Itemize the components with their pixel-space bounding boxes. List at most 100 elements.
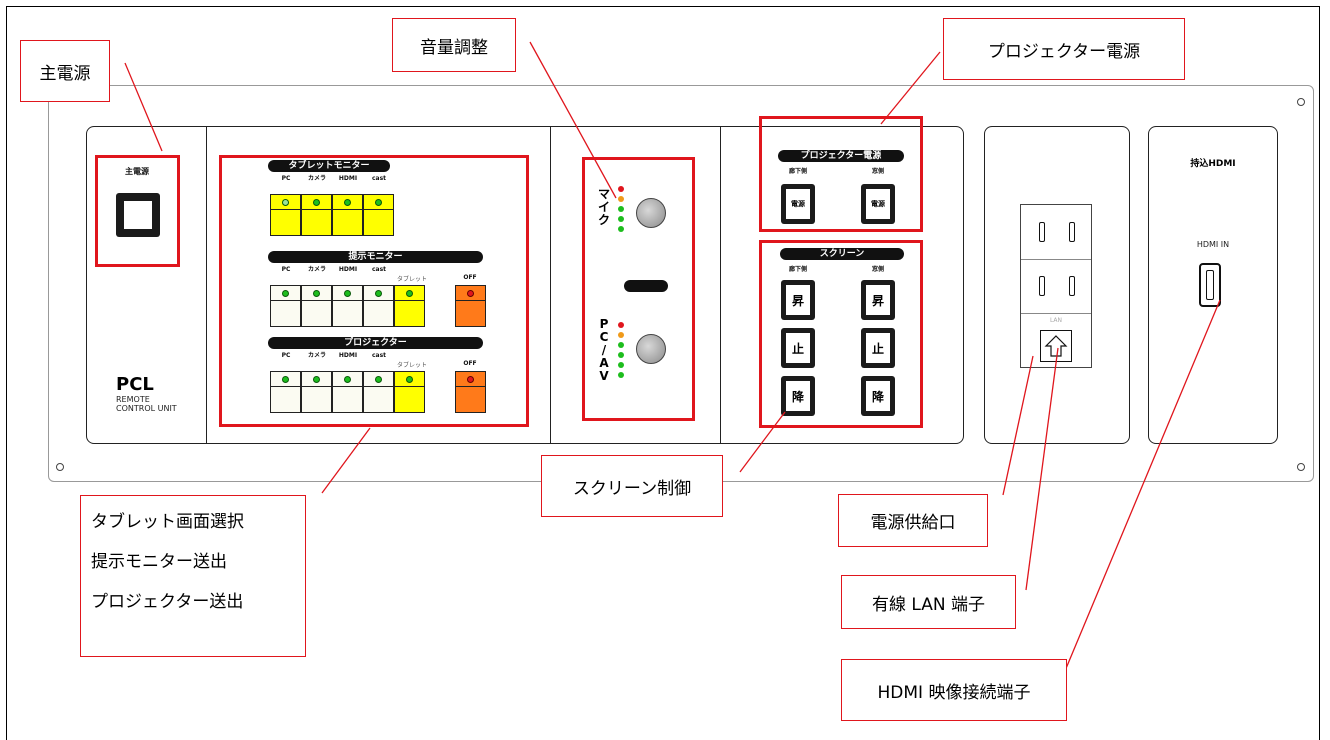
projector-output-buttons [270, 371, 425, 413]
source-label-hdmi: HDMI [338, 175, 358, 182]
outlet-slot-icon [1069, 276, 1075, 296]
up-label: 昇 [786, 285, 810, 315]
source-label-hdmi: HDMI [338, 352, 358, 359]
callout-projector-power: プロジェクター電源 [943, 18, 1185, 80]
level-led [618, 332, 624, 338]
source-label-tablet: タブレット [397, 276, 428, 283]
callout-line: プロジェクター送出 [91, 592, 244, 612]
source-label-pc: PC [281, 175, 291, 182]
power-button-label: 電源 [786, 189, 810, 219]
callout-hdmi: HDMI 映像接続端子 [841, 659, 1067, 721]
projector-left-power-button[interactable]: 電源 [781, 184, 815, 224]
callout-line: タブレット画面選択 [91, 512, 244, 532]
source-label-cast: cast [371, 352, 387, 359]
divider [550, 127, 551, 443]
outlet-slot-icon [1039, 276, 1045, 296]
level-led [618, 352, 624, 358]
source-label-camera: カメラ [307, 175, 326, 182]
projector-pc-button[interactable] [270, 371, 301, 413]
stop-label: 止 [866, 333, 890, 363]
brand-logo: PCL [116, 374, 154, 395]
projector-cast-button[interactable] [363, 371, 394, 413]
side-right-label: 窓側 [871, 266, 884, 273]
mic-volume-knob[interactable] [636, 198, 666, 228]
side-right-label: 窓側 [871, 168, 884, 175]
power-button-label: 電源 [866, 189, 890, 219]
screen-left-down-button[interactable]: 降 [781, 376, 815, 416]
tablet-monitor-header: タブレットモニター [268, 160, 390, 172]
main-power-button[interactable] [116, 193, 160, 237]
level-led [618, 206, 624, 212]
tablet-pc-button[interactable] [270, 194, 301, 236]
tablet-camera-button[interactable] [301, 194, 332, 236]
level-led [618, 372, 624, 378]
tablet-hdmi-button[interactable] [332, 194, 363, 236]
hdmi-in-label: HDMI IN [1196, 240, 1230, 249]
projector-tablet-button[interactable] [394, 371, 425, 413]
level-led [618, 196, 624, 202]
projector-off-button[interactable] [455, 371, 486, 413]
level-led [618, 342, 624, 348]
stop-label: 止 [786, 333, 810, 363]
monitor-off [455, 285, 486, 327]
off-label: OFF [463, 274, 477, 281]
callout-screen-control: スクリーン制御 [541, 455, 723, 517]
source-label-hdmi: HDMI [338, 266, 358, 273]
hdmi-panel-title: 持込HDMI [1190, 159, 1236, 169]
tablet-section-highlight [219, 155, 529, 427]
pc-av-volume-knob[interactable] [636, 334, 666, 364]
outlet-socket [1021, 205, 1091, 260]
screw-icon [1297, 463, 1305, 471]
monitor-camera-button[interactable] [301, 285, 332, 327]
off-label: OFF [463, 360, 477, 367]
projector-right-power-button[interactable]: 電源 [861, 184, 895, 224]
monitor-tablet-button[interactable] [394, 285, 425, 327]
source-label-cast: cast [371, 175, 387, 182]
brand-subtitle: REMOTE CONTROL UNIT [116, 395, 177, 413]
lan-port-icon [1044, 335, 1068, 357]
present-monitor-header: 提示モニター [268, 251, 483, 263]
hdmi-port[interactable] [1199, 263, 1221, 307]
screen-header: スクリーン [780, 248, 904, 260]
screen-right-stop-button[interactable]: 止 [861, 328, 895, 368]
volume-group-label [624, 280, 668, 292]
projector-header: プロジェクター [268, 337, 483, 349]
monitor-output-buttons [270, 285, 425, 327]
divider [206, 127, 207, 443]
screen-highlight [759, 240, 923, 428]
divider [720, 127, 721, 443]
tablet-cast-button[interactable] [363, 194, 394, 236]
monitor-off-button[interactable] [455, 285, 486, 327]
lan-port[interactable] [1040, 330, 1072, 362]
remote-control-unit [86, 126, 964, 444]
down-label: 降 [866, 381, 890, 411]
main-power-label: 主電源 [125, 167, 149, 176]
monitor-pc-button[interactable] [270, 285, 301, 327]
source-label-camera: カメラ [307, 266, 326, 273]
projector-camera-button[interactable] [301, 371, 332, 413]
callout-lan: 有線 LAN 端子 [841, 575, 1016, 629]
side-left-label: 廊下側 [788, 168, 807, 175]
monitor-hdmi-button[interactable] [332, 285, 363, 327]
monitor-cast-button[interactable] [363, 285, 394, 327]
volume-highlight [582, 157, 695, 421]
callout-main-power: 主電源 [20, 40, 110, 102]
screen-left-stop-button[interactable]: 止 [781, 328, 815, 368]
projector-power-highlight [759, 116, 923, 232]
down-label: 降 [786, 381, 810, 411]
level-led [618, 322, 624, 328]
source-label-tablet: タブレット [397, 362, 428, 369]
level-led [618, 362, 624, 368]
callout-power-outlet: 電源供給口 [838, 494, 988, 547]
screen-right-down-button[interactable]: 降 [861, 376, 895, 416]
screen-left-up-button[interactable]: 昇 [781, 280, 815, 320]
level-led [618, 226, 624, 232]
projector-hdmi-button[interactable] [332, 371, 363, 413]
outlet-socket [1021, 259, 1091, 314]
side-left-label: 廊下側 [788, 266, 807, 273]
screen-right-up-button[interactable]: 昇 [861, 280, 895, 320]
source-label-cast: cast [371, 266, 387, 273]
source-label-pc: PC [281, 352, 291, 359]
screw-icon [56, 463, 64, 471]
